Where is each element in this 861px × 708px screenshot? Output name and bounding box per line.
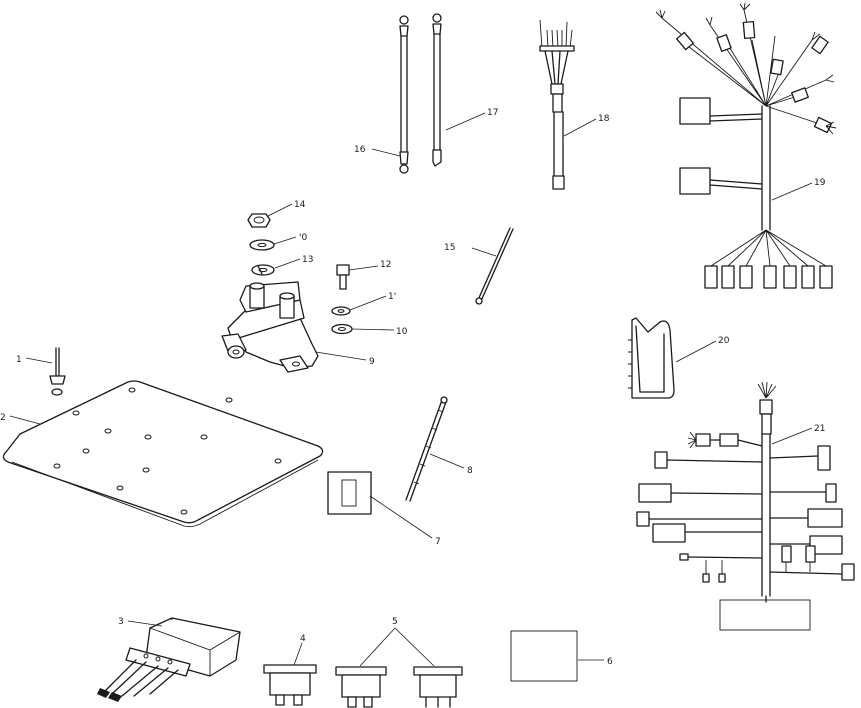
part-6-box: [510, 630, 578, 682]
part-20-wire-clip: [628, 317, 675, 399]
part-13-lock-washer: [251, 264, 275, 276]
part-19-main-wire-harness: [655, 2, 837, 289]
part-12-bolt: [336, 264, 350, 290]
callout-20: 20: [718, 336, 730, 346]
callout-3: 3: [118, 617, 124, 627]
part-4-connector: [263, 664, 317, 706]
callout-2: 2: [0, 413, 6, 423]
part-2-mounting-plate: [2, 380, 324, 528]
part-3-voltage-regulator: [97, 617, 241, 702]
callout-10-alt: '0: [299, 233, 307, 243]
part-10-washer-lower: [331, 323, 353, 335]
part-17-battery-cable: [432, 13, 442, 167]
part-14-nut: [247, 213, 271, 228]
part-1-rivet: [49, 347, 66, 396]
leader-lines: [9, 112, 813, 667]
callout-13: 13: [302, 255, 313, 265]
part-18-wire-harness: [539, 19, 575, 190]
callout-11: 1': [388, 292, 396, 302]
callout-15: 15: [444, 243, 455, 253]
part-8-cable-tie: [405, 396, 448, 502]
part-9-solenoid: [221, 281, 319, 373]
callout-7: 7: [435, 537, 441, 547]
callout-12: 12: [380, 260, 391, 270]
part-7-decal: [327, 471, 372, 515]
part-21-wire-harness: [636, 381, 855, 631]
callout-14: 14: [294, 200, 306, 210]
part-11-washer: [331, 306, 351, 316]
callout-labels: 1 2 3 4 5 6 7 8 9 10 '0 1' 12 13 14 15 1…: [0, 108, 826, 667]
callout-1: 1: [16, 355, 22, 365]
callout-5: 5: [392, 617, 398, 627]
part-15-cable-tie: [475, 227, 514, 305]
callout-8: 8: [467, 466, 473, 476]
callout-21: 21: [814, 424, 825, 434]
callout-9: 9: [369, 357, 375, 367]
part-5-connector-pair: [335, 666, 463, 708]
callout-10: 10: [396, 327, 408, 337]
callout-18: 18: [598, 114, 610, 124]
part-16-battery-cable: [399, 15, 409, 174]
callout-19: 19: [814, 178, 826, 188]
callout-17: 17: [487, 108, 498, 118]
part-10-washer-upper: [249, 239, 275, 251]
callout-16: 16: [354, 145, 366, 155]
callout-4: 4: [300, 634, 306, 644]
callout-6: 6: [607, 657, 613, 667]
